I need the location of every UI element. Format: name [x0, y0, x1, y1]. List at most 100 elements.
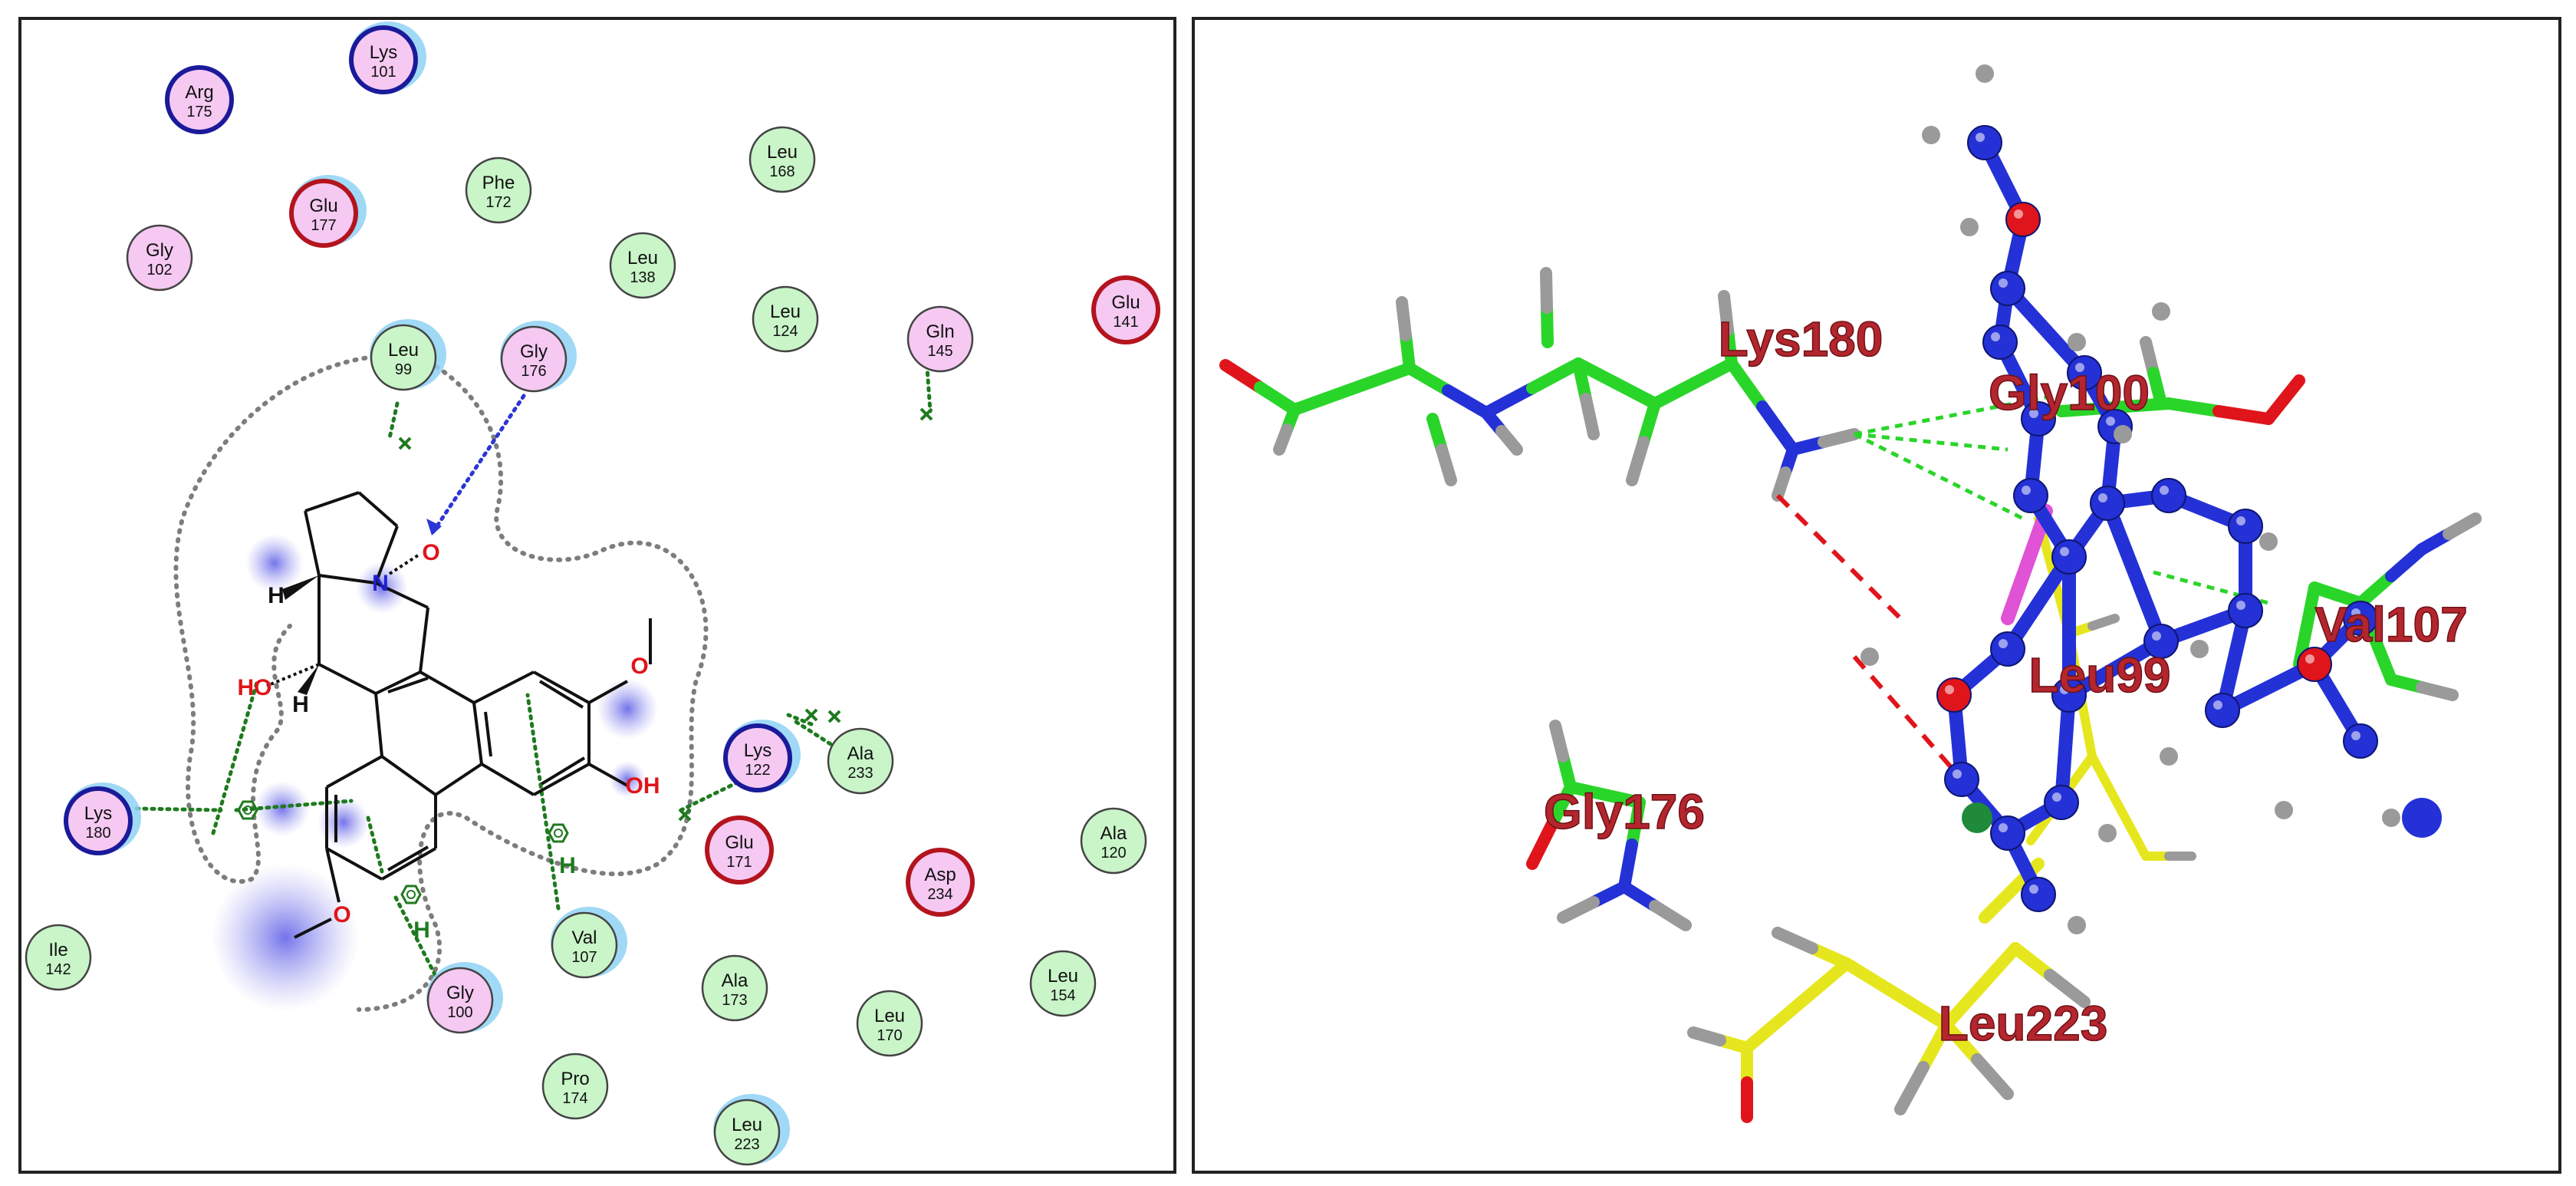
- interaction-marker: [827, 710, 841, 723]
- residue-disk: [289, 179, 358, 248]
- stick-bond: [2044, 969, 2091, 1008]
- residue-number: 168: [769, 163, 795, 180]
- residue-disk: [748, 126, 816, 193]
- residue-leu-99: Leu99: [370, 319, 446, 391]
- residue-name: Gly: [446, 983, 474, 1003]
- ligand-bond: [374, 525, 399, 584]
- pi-interaction-glyph: [243, 805, 252, 815]
- stick-bond: [1436, 443, 1457, 486]
- residue-disk: [609, 232, 676, 299]
- atom-highlight: [2098, 493, 2107, 502]
- ligand-bond: [318, 574, 377, 585]
- residue-val-107: Val107: [551, 907, 627, 979]
- stick-bond: [1818, 428, 1860, 448]
- stick-bond: [1979, 885, 2018, 924]
- stick-bond: [2301, 581, 2321, 632]
- stick-bond: [1940, 980, 1987, 1031]
- ligand-bond: [304, 491, 360, 512]
- green-interaction-line: [211, 677, 260, 835]
- green-interaction-line: [786, 713, 814, 726]
- stick-bond: [1940, 1019, 1983, 1066]
- stick-bond: [1726, 357, 1768, 413]
- residue-disk: [752, 285, 819, 353]
- residue-number: 154: [1050, 987, 1075, 1004]
- residue-name: Leu: [732, 1115, 762, 1135]
- residue-disk: [126, 224, 193, 292]
- ligand-stick: [2001, 550, 2076, 656]
- stick-bond: [2416, 681, 2459, 701]
- ligand-atom: [2005, 202, 2041, 237]
- stick-bond: [1480, 382, 1538, 419]
- residue-disk: [426, 967, 494, 1034]
- atom-highlight: [2351, 608, 2361, 618]
- residue-disk: [856, 990, 923, 1057]
- stick-bond: [1975, 942, 2022, 993]
- chlorine-atom: [1962, 802, 1992, 833]
- stick-bond: [1540, 267, 1553, 314]
- atom-highlight: [2029, 409, 2038, 418]
- residue-number: 223: [734, 1136, 759, 1153]
- residue-name: Val: [572, 927, 597, 948]
- residue-label-3d: Gly176: [1544, 784, 1705, 839]
- stick-bond: [2370, 635, 2397, 686]
- ligand-bond: [318, 663, 377, 695]
- atom-highlight: [2106, 417, 2115, 426]
- ligand-atom: [1967, 125, 2002, 160]
- residue-name: Ala: [847, 743, 874, 764]
- ligand-atom: [2343, 601, 2378, 636]
- ligand-bond: [380, 755, 437, 796]
- hydrogen-atom: [2098, 824, 2117, 842]
- ligand-bond: [533, 763, 590, 796]
- hbond-dashed-line: [1852, 655, 1964, 781]
- stick-bond: [1649, 377, 1699, 410]
- ligand-atom: [2021, 401, 2056, 437]
- ligand-bond: [419, 670, 475, 704]
- ligand-bond: [326, 847, 383, 881]
- residue-name: Gly: [146, 240, 173, 261]
- pi-h-label: H: [413, 918, 430, 943]
- hydrogen-atom: [2382, 809, 2400, 827]
- residue-number: 173: [722, 992, 747, 1009]
- residue-number: 100: [447, 1004, 472, 1021]
- atom-highlight: [1999, 639, 2008, 648]
- hydrophobic-dashed-line: [1853, 432, 2025, 521]
- residue-disk: [906, 305, 974, 373]
- residue-number: 170: [877, 1027, 902, 1044]
- stereo-wedge: [282, 575, 319, 600]
- stereo-h-label: H: [268, 583, 285, 608]
- residue-name: Gly: [520, 341, 548, 362]
- atom-highlight: [2060, 685, 2069, 694]
- ligand-stick: [2101, 496, 2168, 648]
- interaction-marker: [398, 437, 412, 450]
- hydrogen-atom: [2190, 640, 2209, 658]
- residue-number: 233: [847, 765, 873, 782]
- residue-disk: [723, 723, 792, 792]
- oxygen-atom-label: O: [422, 540, 439, 565]
- residue-disk: [1091, 275, 1160, 344]
- methoxy-bond: [588, 680, 628, 704]
- residue-number: 99: [395, 361, 412, 378]
- residue-disk: [713, 1099, 781, 1166]
- residue-number: 141: [1113, 314, 1138, 331]
- stick-bond: [1687, 357, 1738, 390]
- atom-highlight: [1999, 278, 2008, 288]
- solvent-exposure-blob: [255, 781, 310, 836]
- residue-number: 234: [927, 886, 952, 903]
- residue-number: 142: [45, 961, 71, 978]
- atom-highlight: [1976, 133, 1985, 142]
- blue-hbond-line: [429, 394, 526, 536]
- oxygen-atom-label: O: [333, 902, 350, 927]
- stick-bond: [1254, 381, 1301, 416]
- residue-name: Leu: [767, 142, 798, 163]
- residue-name: Ile: [48, 940, 67, 960]
- ligand-atom: [2090, 486, 2125, 521]
- hydrogen-atom: [2275, 801, 2293, 819]
- ligand-atom: [2021, 877, 2056, 912]
- ligand-atom: [2228, 509, 2263, 544]
